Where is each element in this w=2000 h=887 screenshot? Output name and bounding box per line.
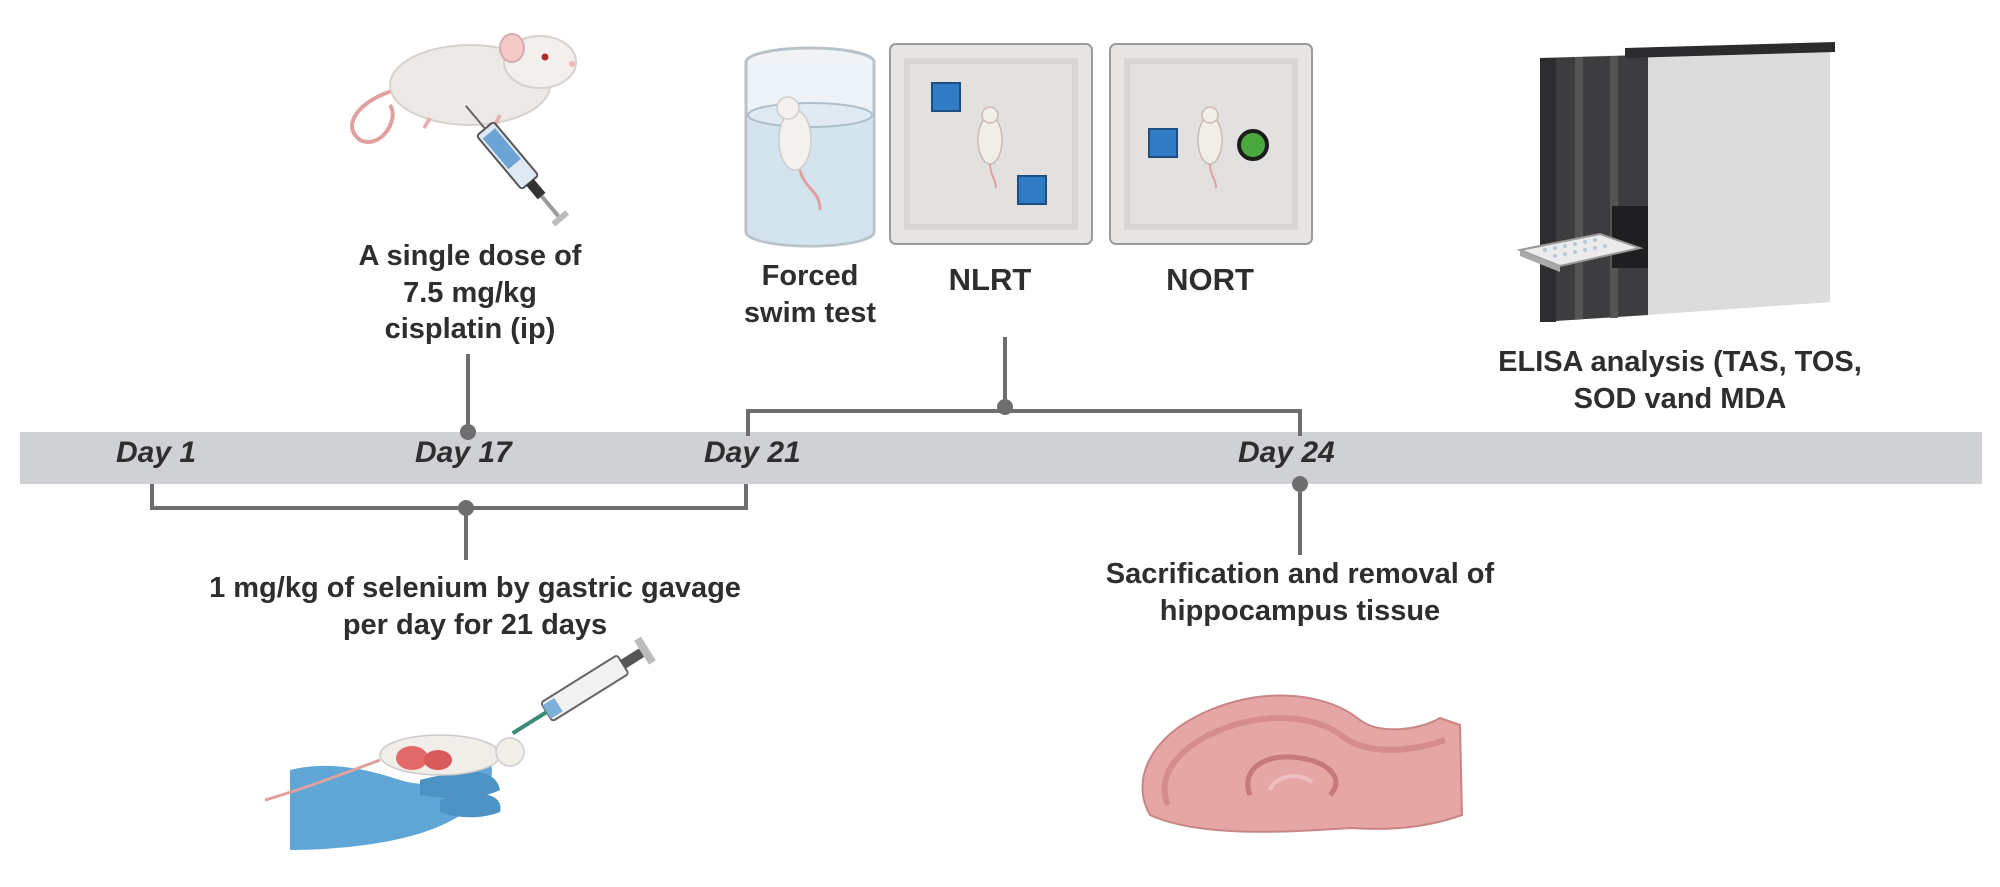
sacrifice-line-2: hippocampus tissue — [1159, 594, 1441, 627]
day-1-label: Day 1 — [116, 436, 197, 469]
elisa-line-2: SOD vand MDA — [1573, 382, 1787, 415]
nort-label: NORT — [1166, 262, 1254, 297]
timeline-bar — [20, 432, 1982, 484]
brackets — [150, 337, 1302, 560]
cisplatin-line-2: 7.5 mg/kg — [403, 276, 537, 309]
selenium-line-1: 1 mg/kg of selenium by gastric gavage — [209, 572, 741, 604]
forced-swim-line-2: swim test — [743, 296, 877, 329]
glass-cylinder-mouse-icon — [744, 46, 876, 248]
forced-swim-label: Forced swim test — [720, 258, 900, 331]
hippocampus-icon — [1141, 694, 1464, 833]
behavior-tests-dot — [997, 399, 1013, 415]
elisa-reader-icon — [1516, 42, 1835, 322]
selenium-line-2: per day for 21 days — [342, 608, 608, 641]
nort-arena-icon — [1109, 43, 1313, 245]
cisplatin-line-1: A single dose of — [358, 240, 582, 272]
gavage-hand-icon — [264, 636, 656, 850]
day-21-label: Day 21 — [704, 436, 801, 469]
day-17-label: Day 17 — [415, 436, 512, 469]
sacrifice-line-1: Sacrification and removal of — [1105, 558, 1495, 590]
selenium-label: 1 mg/kg of selenium by gastric gavage pe… — [150, 570, 800, 643]
sacrifice-dot — [1292, 476, 1308, 492]
mouse-syringe-icon — [350, 33, 577, 227]
elisa-line-1: ELISA analysis (TAS, TOS, — [1498, 346, 1862, 378]
cisplatin-line-3: cisplatin (ip) — [384, 313, 556, 346]
nlrt-arena-icon — [889, 43, 1093, 245]
day-24-label: Day 24 — [1238, 436, 1335, 469]
selenium-bracket — [150, 484, 748, 510]
cisplatin-label: A single dose of 7.5 mg/kg cisplatin (ip… — [330, 238, 610, 348]
nlrt-label: NLRT — [948, 262, 1032, 297]
cisplatin-dot — [460, 424, 476, 440]
selenium-dot — [458, 500, 474, 516]
elisa-label: ELISA analysis (TAS, TOS, SOD vand MDA — [1440, 344, 1920, 417]
forced-swim-line-1: Forced — [761, 260, 859, 292]
sacrifice-label: Sacrification and removal of hippocampus… — [1060, 556, 1540, 629]
behavior-tests-bracket — [746, 409, 1302, 436]
